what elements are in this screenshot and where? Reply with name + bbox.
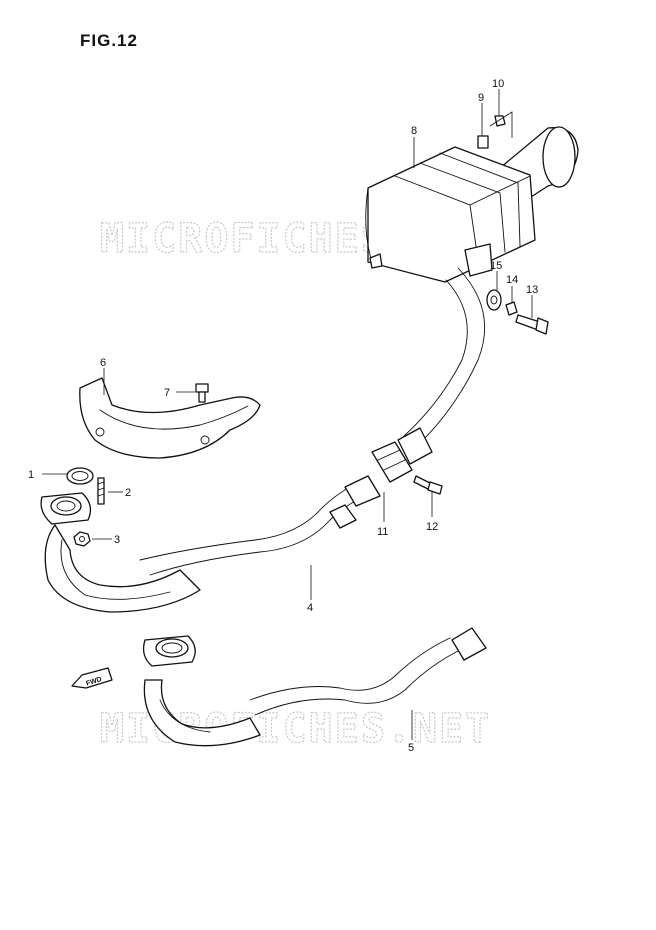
heat-shield-part-6 [79,377,261,459]
callout-12: 12 [426,521,438,533]
leader-lines [42,89,533,740]
callout-10: 10 [492,78,504,90]
clamp-part-11 [371,441,413,483]
damper-part-15 [486,289,502,311]
bolt-part-13 [515,314,549,335]
callout-15: 15 [490,260,502,272]
muffler-part-8 [365,126,579,283]
nut-part-3 [73,531,91,547]
callout-5: 5 [408,742,414,754]
stud-part-2 [97,477,105,505]
callout-11: 11 [377,526,388,538]
exhaust-pipe-part-4 [40,267,486,613]
exhaust-pipe-part-5 [142,627,487,747]
callout-14: 14 [506,274,518,286]
callout-2: 2 [125,487,131,499]
collar-part-14 [505,301,518,316]
callout-4: 4 [307,602,313,614]
callout-8: 8 [411,125,417,137]
fwd-direction-marker: FWD [71,667,113,689]
callout-13: 13 [526,284,538,296]
callout-1: 1 [28,469,34,481]
bolt-part-9 [477,135,489,149]
callout-9: 9 [478,92,484,104]
callout-7: 7 [164,387,170,399]
fwd-label: FWD [85,676,102,688]
gasket-part-1 [66,467,94,485]
bolt-part-12 [413,475,443,495]
callout-3: 3 [114,534,120,546]
callout-6: 6 [100,357,106,369]
bolt-part-7 [195,383,209,403]
figure-title: FIG.12 [80,31,138,50]
